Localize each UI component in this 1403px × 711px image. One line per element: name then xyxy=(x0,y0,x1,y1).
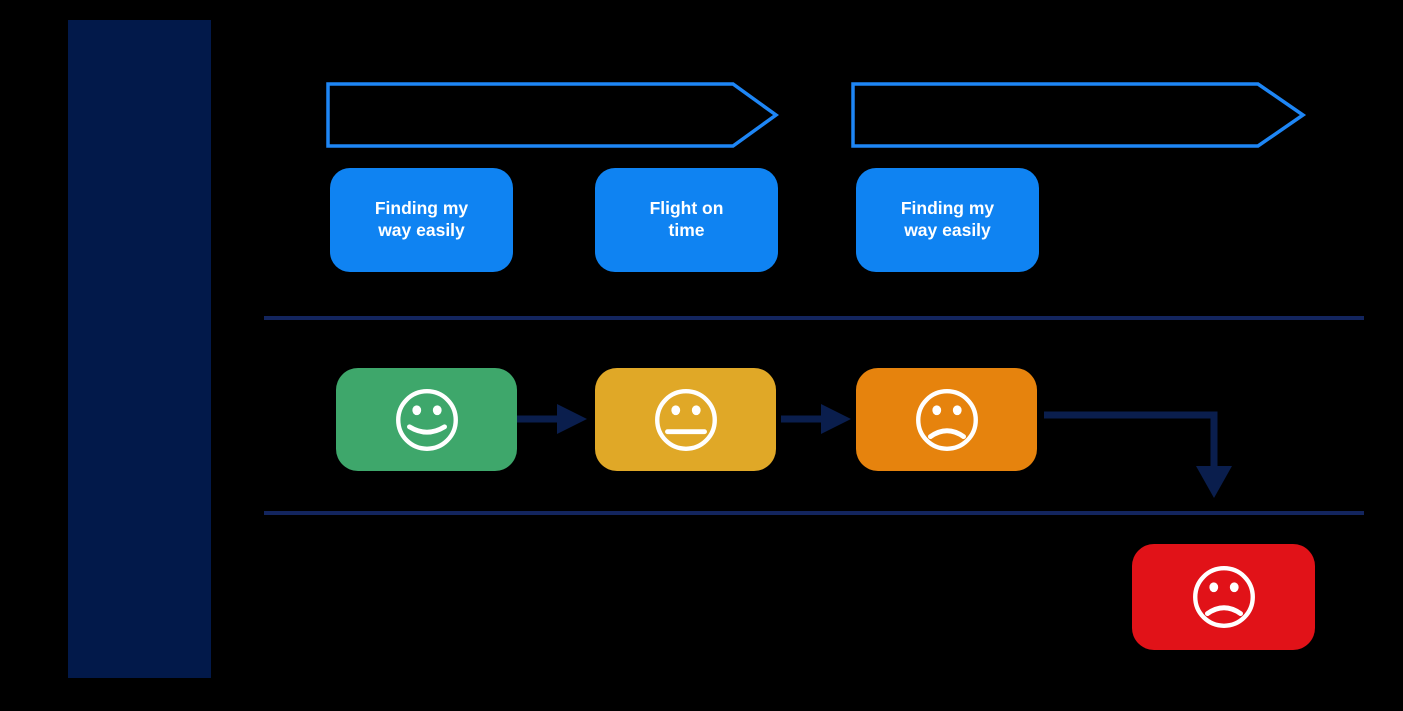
phase-arrow-1-outline xyxy=(326,82,779,148)
flow-arrow-2 xyxy=(781,404,851,434)
sad-face-icon xyxy=(915,388,978,451)
flow-arrow-1 xyxy=(517,404,587,434)
flow-arrow-down xyxy=(1044,411,1232,498)
very-sad-face-icon xyxy=(1192,566,1255,628)
divider-line-top xyxy=(264,316,1364,320)
phase-arrow-2-outline xyxy=(851,82,1307,148)
neutral-face-icon xyxy=(654,388,717,451)
phase-arrow-2 xyxy=(851,82,1307,148)
touchpoint-label-3: Finding my way easily xyxy=(900,198,995,240)
flow-arrow-down-line xyxy=(1044,411,1218,468)
touchpoint-card-1: Finding my way easily xyxy=(330,168,513,272)
sentiment-card-very-sad xyxy=(1132,544,1315,650)
stage-bar xyxy=(68,20,211,678)
flow-arrow-down-head xyxy=(1196,466,1232,498)
touchpoint-label-2: Flight on time xyxy=(649,198,724,240)
touchpoint-label-1: Finding my way easily xyxy=(374,198,469,240)
touchpoint-card-3: Finding my way easily xyxy=(856,168,1039,272)
divider-line-bottom xyxy=(264,511,1364,515)
touchpoint-card-2: Flight on time xyxy=(595,168,778,272)
sentiment-card-happy xyxy=(336,368,517,471)
happy-face-icon xyxy=(395,388,458,451)
sentiment-card-sad xyxy=(856,368,1037,471)
phase-arrow-1 xyxy=(326,82,779,148)
sentiment-card-neutral xyxy=(595,368,776,471)
